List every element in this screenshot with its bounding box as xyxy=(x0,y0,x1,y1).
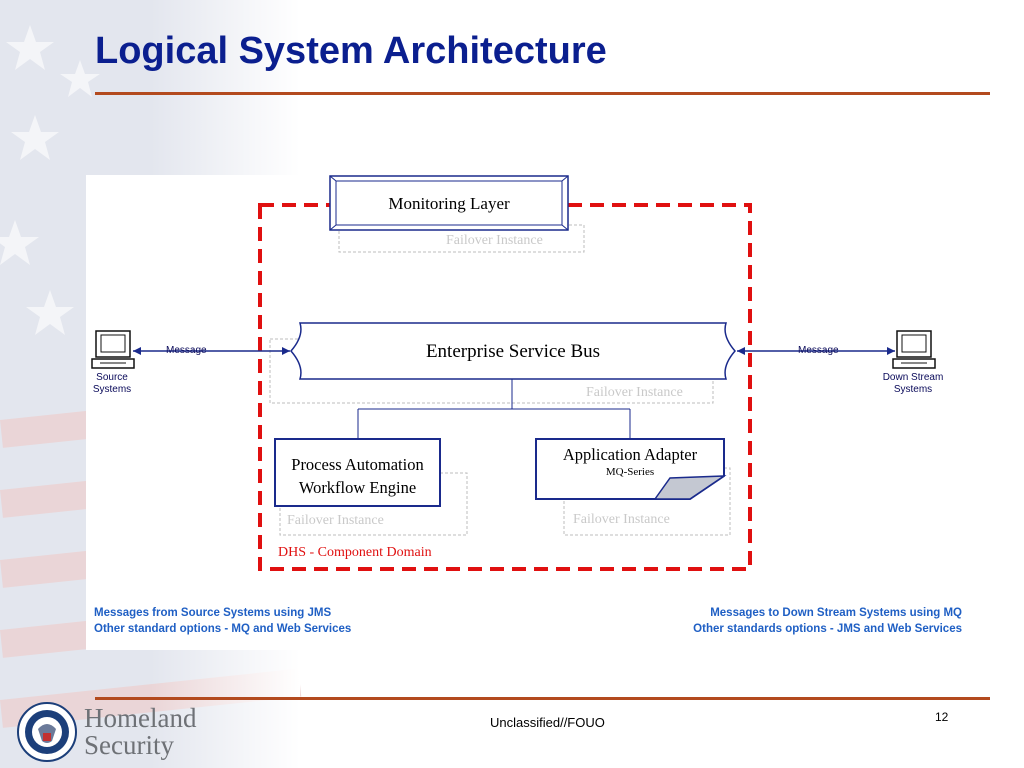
monitoring-layer-inner xyxy=(335,180,563,226)
application-adapter-sublabel: MQ-Series xyxy=(605,466,655,478)
monitoring-layer-box xyxy=(329,175,569,231)
page-title: Logical System Architecture xyxy=(95,30,607,72)
monitoring-layer-label: Monitoring Layer xyxy=(388,194,510,213)
domain-label: DHS - Component Domain xyxy=(278,545,432,560)
process-automation-box xyxy=(274,438,441,507)
downstream-notes: Messages to Down Stream Systems using MQ… xyxy=(693,607,962,635)
logo-security: Security xyxy=(84,730,174,760)
logo-homeland: Homeland xyxy=(84,703,197,733)
downstream-systems-label: Down Stream Systems xyxy=(882,372,944,395)
computer-icon-source xyxy=(91,330,135,369)
esb-label: Enterprise Service Bus xyxy=(425,341,601,362)
title-rule xyxy=(95,92,990,95)
dhs-seal-icon xyxy=(17,702,77,762)
page-curl xyxy=(653,475,727,500)
failover-label: Failover Instance xyxy=(573,512,670,527)
esb-box xyxy=(290,322,736,380)
message-label-right: Message xyxy=(798,345,839,356)
failover-label: Failover Instance xyxy=(287,513,384,528)
process-automation-label: Process Automation Workflow Engine xyxy=(291,455,424,497)
source-systems-label: Source Systems xyxy=(92,372,132,395)
classification-label: Unclassified//FOUO xyxy=(490,715,605,730)
message-label-left: Message xyxy=(166,345,207,356)
failover-label: Failover Instance xyxy=(586,385,683,400)
page-number: 12 xyxy=(935,710,949,724)
footer-rule xyxy=(95,697,990,700)
failover-label: Failover Instance xyxy=(446,233,543,248)
computer-icon-downstream xyxy=(892,330,936,369)
application-adapter-label: Application Adapter xyxy=(562,445,698,464)
source-notes: Messages from Source Systems using JMS O… xyxy=(94,607,352,635)
